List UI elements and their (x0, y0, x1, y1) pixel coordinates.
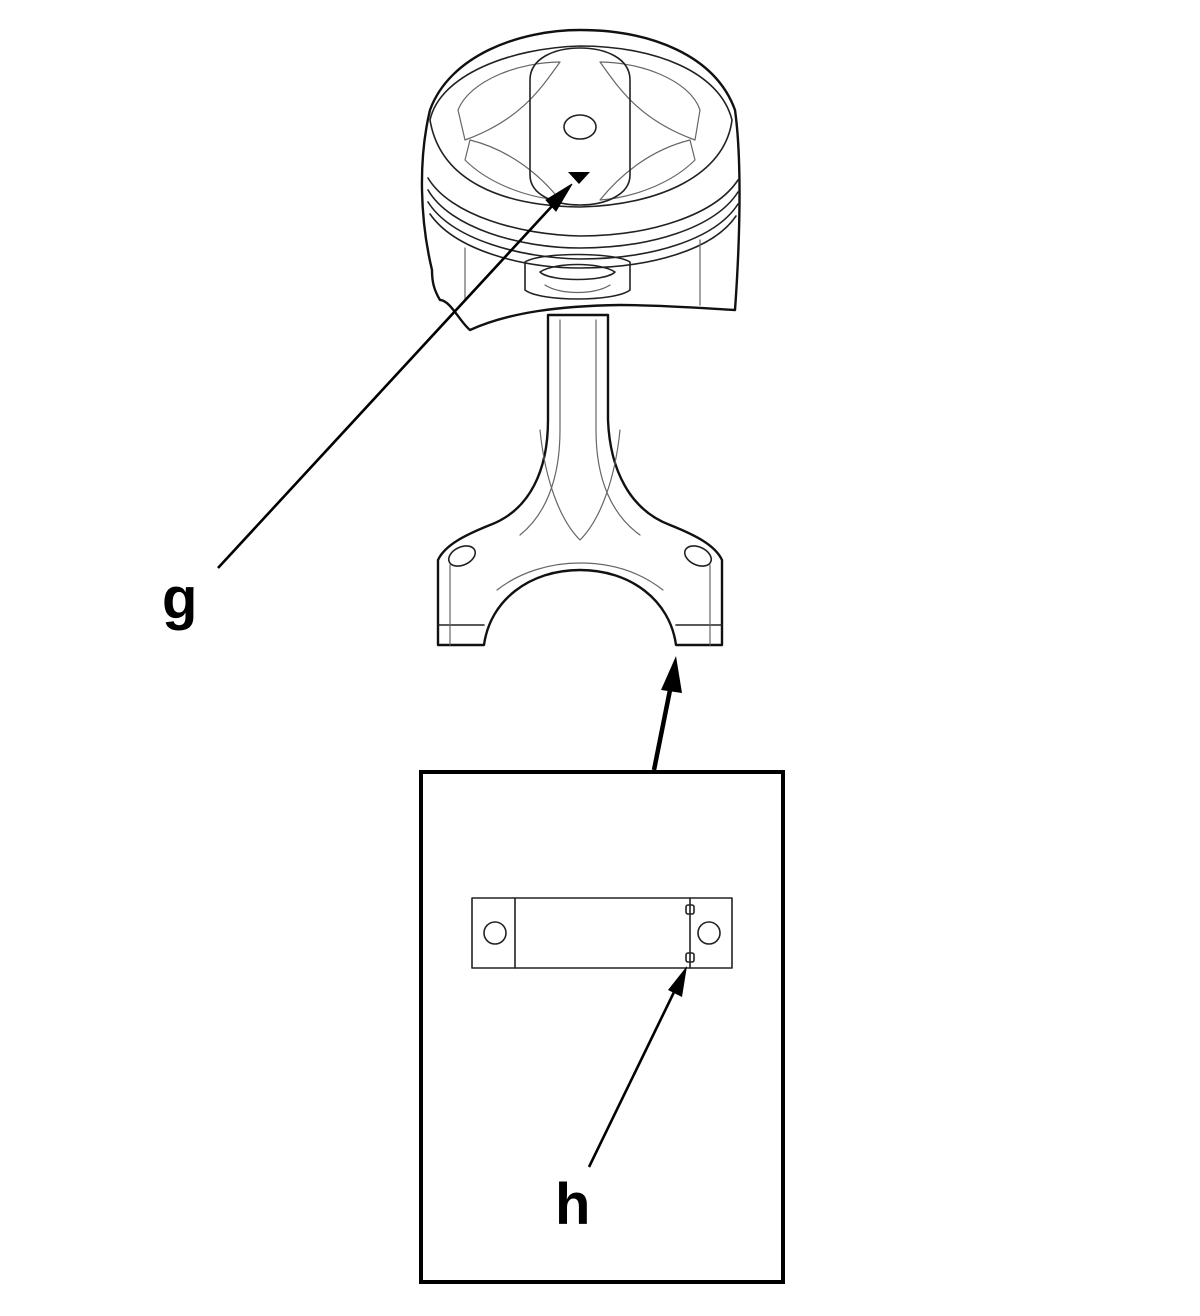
arrowhead-icon (661, 656, 682, 693)
leader-line-h (587, 966, 687, 1168)
bearing-tab-icon (685, 904, 695, 915)
leader-line-g (217, 183, 573, 569)
bearing-tab-icon (685, 952, 695, 963)
callout-arrow (651, 656, 682, 771)
detail-box (419, 770, 785, 1284)
arrowhead-icon (668, 966, 687, 997)
callout-label-g: g (162, 566, 198, 631)
bearing-detail (471, 897, 733, 969)
arrow-mark-icon (568, 172, 590, 184)
connecting-rod (436, 313, 724, 647)
callout-label-h: h (555, 1172, 591, 1237)
arrowhead-icon (545, 183, 573, 212)
piston (420, 28, 741, 332)
